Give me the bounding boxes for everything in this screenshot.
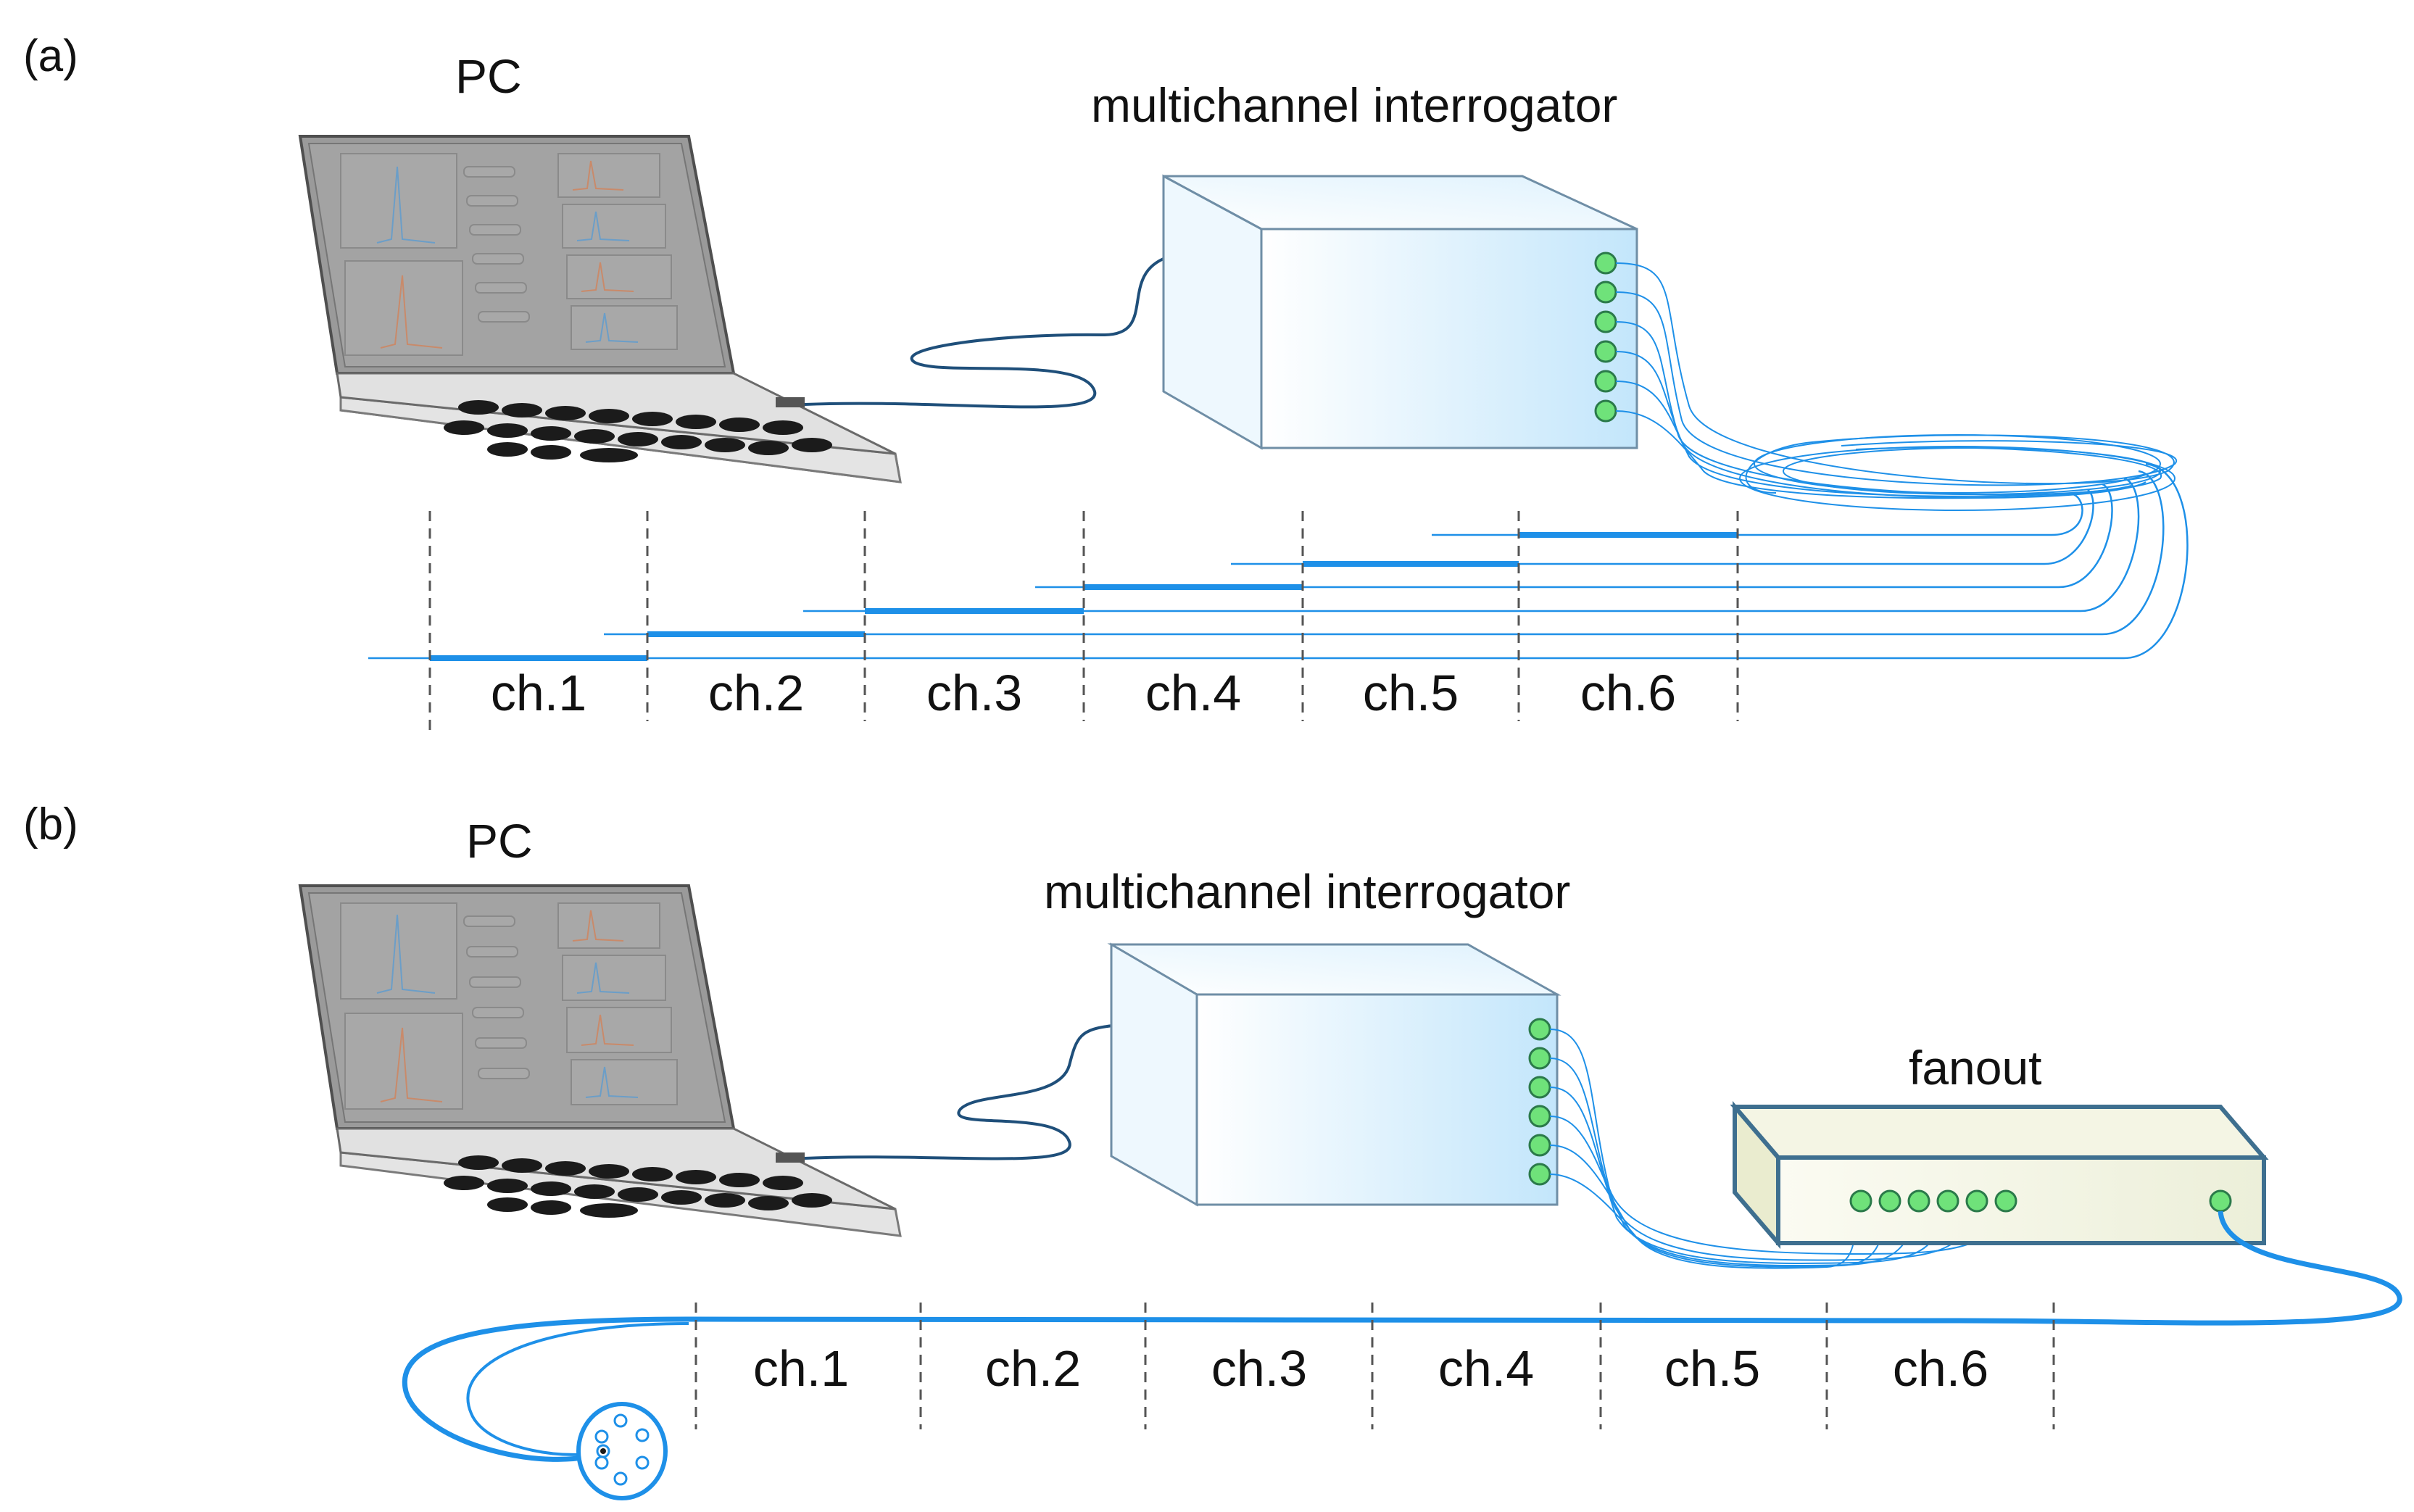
panel-b-label: (b) [23, 799, 78, 850]
fiber-bundle-b [1549, 1029, 2003, 1269]
interrogator-box-b [1107, 942, 1561, 1207]
fanout-ports [1849, 1189, 2232, 1213]
laptop-icon-b [298, 884, 902, 1237]
channel-label: ch.1 [491, 665, 586, 721]
laptop-icon-a [298, 135, 902, 483]
channel-label: ch.3 [926, 665, 1022, 721]
channel-labels-a: ch.1 ch.2 ch.3 ch.4 ch.5 ch.6 [491, 665, 1676, 721]
fiber-lines-a [368, 462, 2189, 660]
channel-label: ch.4 [1438, 1340, 1534, 1397]
channel-label: ch.5 [1664, 1340, 1760, 1397]
channel-label: ch.5 [1363, 665, 1459, 721]
interrogator-label-b: multichannel interrogator [1044, 865, 1570, 918]
channel-label: ch.1 [753, 1340, 849, 1397]
pc-label-a: PC [455, 49, 522, 103]
channel-labels-b: ch.1 ch.2 ch.3 ch.4 ch.5 ch.6 [753, 1340, 1988, 1397]
interrogator-label-a: multichannel interrogator [1091, 78, 1617, 132]
interrogator-ports-b [1528, 1018, 1551, 1186]
channel-label: ch.4 [1145, 665, 1241, 721]
channel-dividers-a [428, 511, 1739, 732]
interrogator-box-a [1162, 174, 1638, 450]
channel-label: ch.2 [708, 665, 804, 721]
channel-label: ch.3 [1211, 1340, 1307, 1397]
pc-label-b: PC [466, 814, 533, 868]
fanout-box [1730, 1100, 2269, 1250]
panel-a-label: (a) [23, 31, 78, 81]
multicore-fiber [402, 1210, 2402, 1462]
fiber-cross-section-icon [576, 1402, 668, 1500]
channel-label: ch.2 [985, 1340, 1081, 1397]
fiber-coil-a [1615, 262, 2178, 511]
channel-label: ch.6 [1580, 665, 1676, 721]
sensor-segments-a [430, 532, 1738, 661]
usb-cable-a [804, 256, 1168, 409]
channel-dividers-b [694, 1303, 2055, 1429]
channel-label: ch.6 [1893, 1340, 1988, 1397]
interrogator-ports-a [1594, 252, 1617, 423]
fanout-label: fanout [1909, 1041, 2042, 1094]
usb-cable-b [804, 1024, 1113, 1160]
